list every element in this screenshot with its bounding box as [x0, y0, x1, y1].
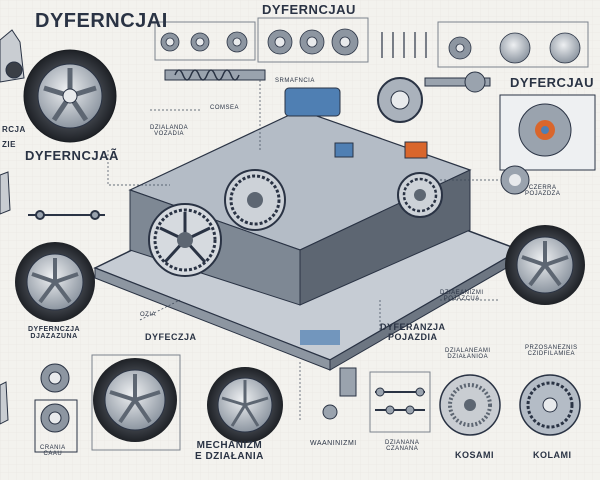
label-dzialanda: DZIALANDA VOZADIA [150, 125, 189, 137]
drive-shaft [424, 71, 491, 93]
label-dyfeczja: DYFECZJA [145, 332, 197, 342]
label-kosami: KOSAMI [455, 450, 494, 460]
tool-pins [381, 32, 427, 58]
spring-shaft [164, 69, 266, 81]
label-mechanizm: MECHANIZM E DZIAŁANIA [195, 440, 264, 462]
top-parts-row [160, 28, 581, 64]
label-dyferanzja: DYFERANZJA POJAZDIA [380, 322, 446, 342]
wheel-top-left [23, 49, 117, 143]
rear-gear [397, 172, 443, 218]
title-top-left: DYFERNCJAI [35, 10, 168, 32]
title-top-center: DYFERNCJAU [262, 2, 356, 17]
wheel-bottom-a [91, 354, 181, 451]
callout-lines [107, 80, 500, 420]
title-left-mid: DYFERNCJAÃ [25, 148, 119, 163]
title-top-right: DYFERCJAU [510, 75, 594, 90]
label-czerra: CZERRA POJAZDZA [525, 185, 561, 197]
label-waaninizmi: WAANINIZMI [310, 440, 357, 447]
car-silhouettes [0, 29, 25, 425]
label-left-side-b: ZIE [2, 140, 16, 149]
label-przosaneznis: PRZOSANEZNIS CZIDFILAMIEA [525, 345, 578, 357]
label-crania: CRANIA CAAU [40, 445, 66, 457]
label-ozia: OZIA [140, 312, 157, 318]
bottom-right-gear [519, 374, 581, 436]
label-dyfernczja: DYFERNCZJA DJAZAZUNA [28, 326, 81, 340]
diff-diagram-right [499, 94, 596, 171]
wheel-left-mid [15, 242, 95, 322]
bottom-parts-left [34, 363, 78, 453]
label-left-side: RCJA [2, 125, 26, 134]
middle-gear [224, 169, 286, 231]
bottom-middle-parts [322, 367, 431, 433]
label-kolami: KOLAMI [533, 450, 572, 460]
label-dziananaa: DZIANANA CZANANA [385, 440, 420, 452]
wheel-right-mid [505, 225, 585, 305]
bottom-right-disc [439, 374, 501, 436]
top-panel-frames [154, 17, 589, 68]
label-dzialaneami: DZIALANEAMI DZIAŁANIOA [445, 348, 491, 360]
front-gear [148, 203, 222, 277]
wheel-bottom-b [207, 367, 283, 443]
axle-left [28, 210, 105, 220]
label-dziaeanizmi: DZIAEANIZMI POJAZCUA [440, 290, 484, 302]
wheel-right-small [500, 165, 530, 195]
label-comsea: COMSEA [210, 105, 240, 111]
top-gear [377, 77, 423, 123]
label-srmafncia: SRMAFNCIA [275, 78, 315, 84]
